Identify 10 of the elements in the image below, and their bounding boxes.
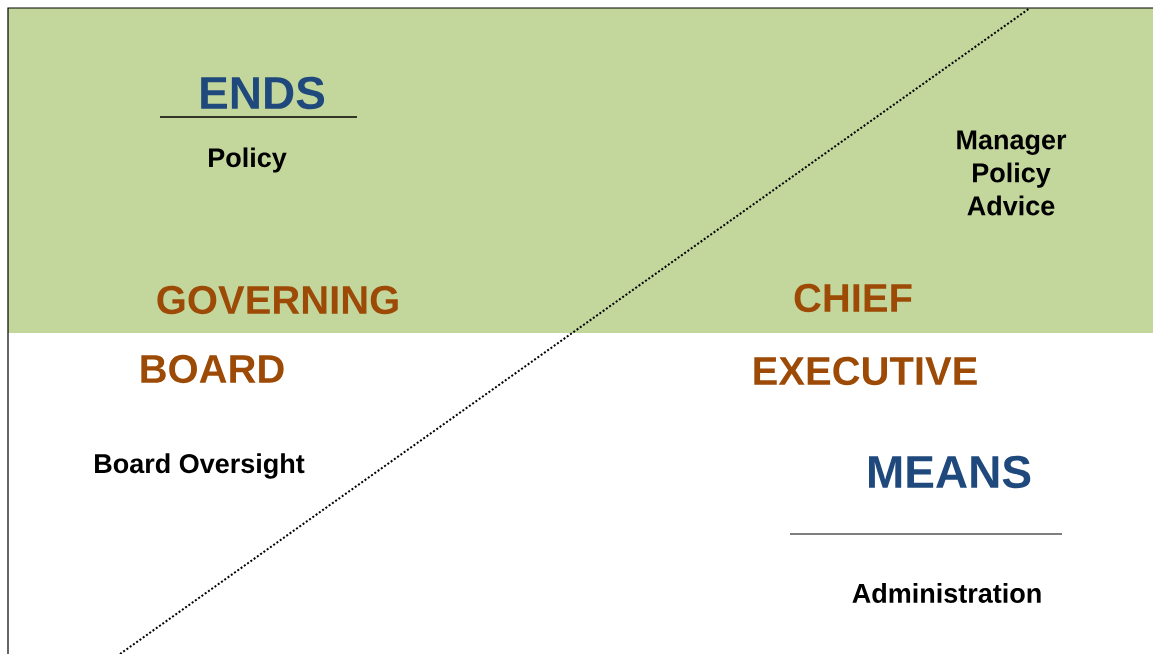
heading: GOVERNING bbox=[157, 285, 398, 315]
label-text: Administration bbox=[852, 583, 1041, 603]
heading: ENDS bbox=[201, 76, 325, 110]
heading: BOARD bbox=[141, 354, 284, 384]
heading: MEANS bbox=[869, 455, 1031, 489]
heading: CHIEF bbox=[794, 283, 912, 313]
label-text: Manager Policy Advice bbox=[957, 130, 1067, 216]
label-text: Board Oversight bbox=[95, 453, 305, 479]
label-text: Policy bbox=[209, 147, 287, 173]
heading: EXECUTIVE bbox=[754, 356, 977, 386]
